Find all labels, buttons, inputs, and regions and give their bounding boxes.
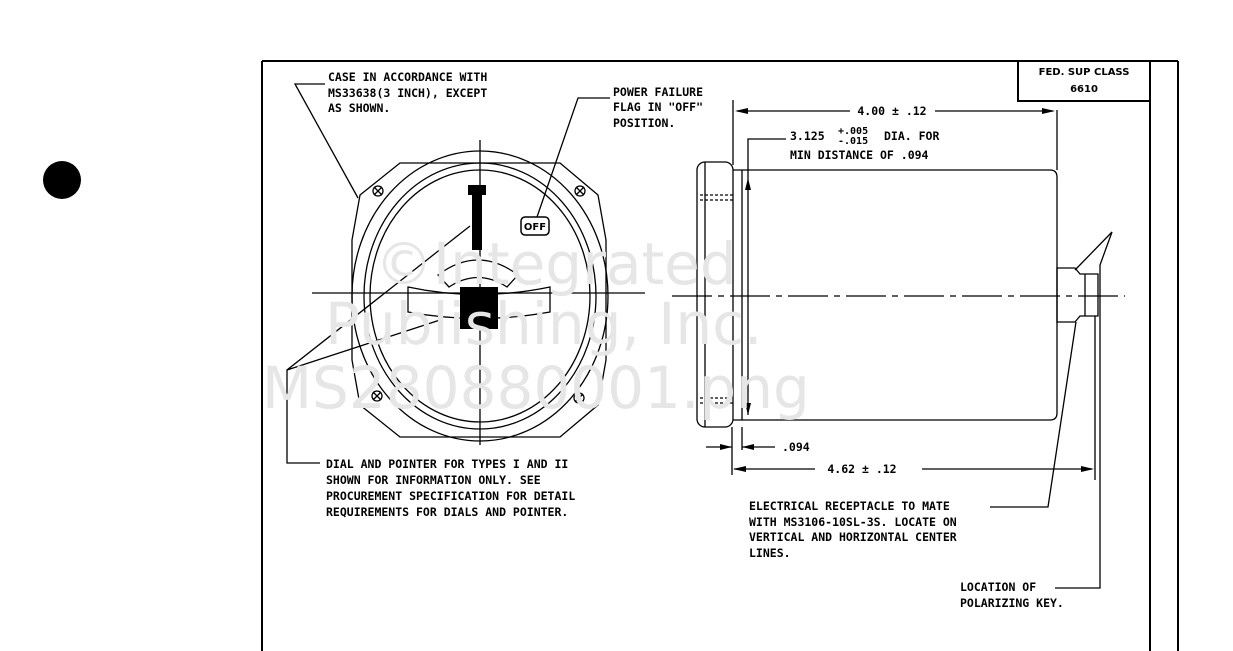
svg-text:3.125: 3.125 <box>790 129 825 143</box>
mounting-screw-icons <box>371 185 586 404</box>
side-view: 4.00 ± .12 3.125 +.005 -.015 DIA. FOR MI… <box>672 100 1125 589</box>
svg-text:MS33638(3 INCH), EXCEPT: MS33638(3 INCH), EXCEPT <box>328 86 487 100</box>
svg-text:VERTICAL AND HORIZONTAL CENTER: VERTICAL AND HORIZONTAL CENTER <box>749 530 957 544</box>
svg-text:-.015: -.015 <box>838 136 868 147</box>
punch-hole-bullet <box>43 161 81 199</box>
svg-text:MIN DISTANCE OF .094: MIN DISTANCE OF .094 <box>790 148 929 162</box>
off-flag: OFF <box>520 216 550 236</box>
fed-sup-class-label: FED. SUP CLASS <box>1039 67 1130 78</box>
svg-text:DIAL AND POINTER FOR TYPES I A: DIAL AND POINTER FOR TYPES I AND II <box>326 457 568 471</box>
polarizing-key-note: LOCATION OF POLARIZING KEY. <box>960 580 1064 610</box>
svg-text:LOCATION OF: LOCATION OF <box>960 580 1036 594</box>
svg-text:REQUIREMENTS FOR DIALS AND POI: REQUIREMENTS FOR DIALS AND POINTER. <box>326 505 568 519</box>
length-dimension: 4.00 ± .12 <box>857 104 926 118</box>
watermark: ©Integrated Publishing, Inc. MS280880001… <box>262 230 810 422</box>
svg-text:DIA. FOR: DIA. FOR <box>884 129 939 143</box>
svg-text:POWER FAILURE: POWER FAILURE <box>613 85 703 99</box>
diameter-dimension: 3.125 +.005 -.015 DIA. FOR MIN DISTANCE … <box>790 126 939 162</box>
svg-text:POLARIZING KEY.: POLARIZING KEY. <box>960 596 1064 610</box>
dial-note: DIAL AND POINTER FOR TYPES I AND II SHOW… <box>326 457 575 519</box>
flag-note: POWER FAILURE FLAG IN "OFF" POSITION. <box>613 85 703 130</box>
svg-text:FLAG IN "OFF": FLAG IN "OFF" <box>613 100 703 114</box>
svg-text:AS SHOWN.: AS SHOWN. <box>328 101 390 115</box>
svg-text:ELECTRICAL RECEPTACLE TO MATE: ELECTRICAL RECEPTACLE TO MATE <box>749 499 950 513</box>
svg-text:+.005: +.005 <box>838 126 868 137</box>
fed-sup-class-value: 6610 <box>1070 84 1098 95</box>
svg-text:SHOWN FOR INFORMATION ONLY. S: SHOWN FOR INFORMATION ONLY. SEE <box>326 473 541 487</box>
watermark-line-3: MS280880001.png <box>262 354 810 422</box>
watermark-line-1: ©Integrated <box>375 230 737 298</box>
watermark-line-2: Publishing, Inc. <box>325 290 763 358</box>
title-block: FED. SUP CLASS 6610 <box>1017 60 1151 102</box>
receptacle-note: ELECTRICAL RECEPTACLE TO MATE WITH MS310… <box>749 499 957 560</box>
case-note: CASE IN ACCORDANCE WITH MS33638(3 INCH),… <box>328 70 487 115</box>
overall-length-dimension: 4.62 ± .12 <box>827 462 896 476</box>
off-flag-label: OFF <box>524 222 546 233</box>
svg-text:POSITION.: POSITION. <box>613 116 675 130</box>
front-view: OFF <box>286 83 645 464</box>
svg-text:CASE IN ACCORDANCE WITH: CASE IN ACCORDANCE WITH <box>328 70 487 84</box>
svg-text:PROCUREMENT SPECIFICATION FOR: PROCUREMENT SPECIFICATION FOR DETAIL <box>326 489 575 503</box>
flange-dimension: .094 <box>782 440 810 454</box>
svg-text:WITH MS3106-10SL-3S. LOCATE ON: WITH MS3106-10SL-3S. LOCATE ON <box>749 515 957 529</box>
svg-text:LINES.: LINES. <box>749 546 791 560</box>
